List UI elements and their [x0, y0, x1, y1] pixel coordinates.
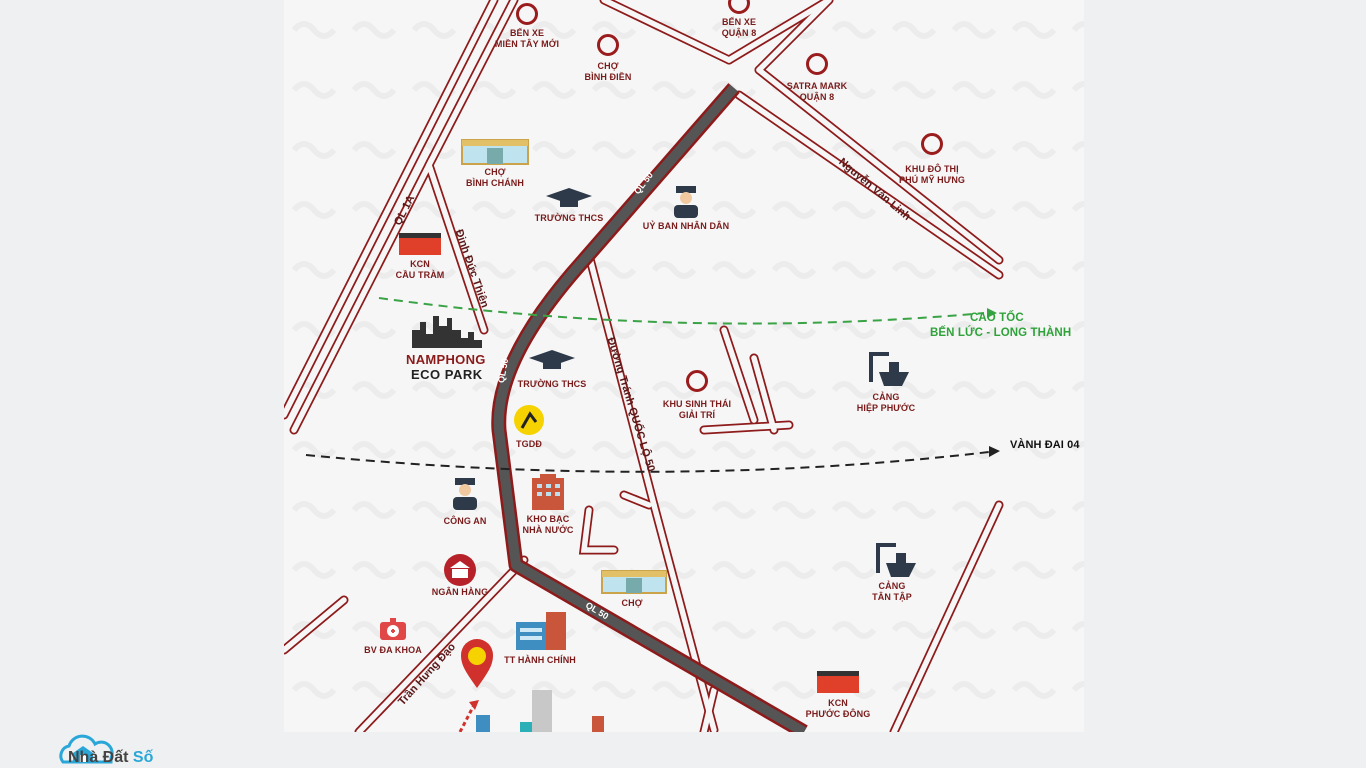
cao-toc-arrow: [987, 308, 997, 318]
uy-ban-icon: [674, 186, 698, 218]
namphong-label-2: ECO PARK: [411, 367, 483, 382]
cong-an-icon: [453, 478, 477, 510]
project-pin-icon: [461, 639, 493, 688]
ngan-hang-label: NGÂN HÀNG: [431, 587, 489, 597]
vanh-dai-arrow: [989, 446, 1000, 457]
namphong-label-1: NAMPHONG: [406, 352, 486, 367]
secondary-roads-inner: [284, 0, 1002, 732]
ql50-road: [493, 84, 807, 732]
truong-thcs-1-label: TRƯỜNG THCS: [534, 213, 604, 223]
vanh-dai-label: VÀNH ĐAI 04: [1010, 439, 1080, 451]
cho-label: CHỢ: [621, 598, 643, 608]
bottom-buildings: [458, 690, 604, 732]
cho-icon: [601, 570, 667, 594]
khu-sinh-thai-marker[interactable]: [686, 370, 708, 392]
bv-da-khoa-label: BV ĐA KHOA: [364, 645, 422, 655]
vanh-dai-line: [305, 451, 990, 473]
kcn-cau-tram-icon: [399, 233, 441, 255]
cang-tan-tap-icon: [876, 543, 916, 577]
truong-thcs-2-label: TRƯỜNG THCS: [517, 379, 587, 389]
namphong-skyline: [412, 316, 482, 348]
road-network: [284, 0, 1084, 732]
cao-toc-label-2: BẾN LỨC - LONG THÀNH: [930, 327, 1072, 339]
nha-dat-so-logo-icon[interactable]: [6, 734, 166, 768]
satra-marker[interactable]: [806, 53, 828, 75]
bv-da-khoa-icon: [380, 618, 406, 640]
cao-toc-label-1: CAO TỐC: [970, 312, 1024, 324]
ben-xe-mien-tay-marker[interactable]: [516, 3, 538, 25]
truong-thcs-2-icon: [529, 350, 575, 369]
tgdd-label: TGDĐ: [516, 439, 542, 449]
tgdd-icon: [514, 405, 544, 435]
cho-binh-chanh-icon: [461, 139, 529, 165]
cho-binh-dien-marker[interactable]: [597, 34, 619, 56]
kho-bac-icon: [532, 474, 564, 510]
nha-dat-so-logo-text[interactable]: Nhà Đất Số: [68, 749, 154, 766]
phu-my-hung-marker[interactable]: [921, 133, 943, 155]
cang-hiep-phuoc-icon: [869, 352, 909, 386]
cong-an-label: CÔNG AN: [443, 516, 487, 526]
tt-hanh-chinh-label: TT HÀNH CHÍNH: [504, 655, 576, 665]
uy-ban-label: UỶ BAN NHÂN DÂN: [642, 221, 730, 231]
ngan-hang-icon: [444, 554, 476, 586]
kcn-phuoc-dong-icon: [817, 671, 859, 693]
cao-toc-line: [378, 297, 985, 325]
ben-xe-q8-marker[interactable]: [728, 0, 750, 14]
tt-hanh-chinh-icon: [516, 612, 566, 650]
truong-thcs-1-icon: [546, 188, 592, 207]
